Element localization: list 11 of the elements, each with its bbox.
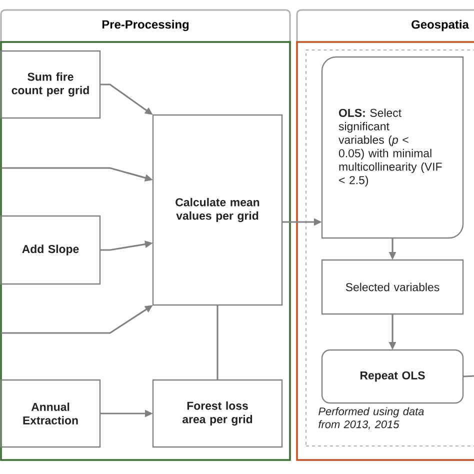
- process-box: Annual Extraction: [0, 379, 101, 448]
- process-box: Selected variables: [321, 259, 464, 315]
- process-box: Sum fire count per grid: [0, 50, 101, 119]
- process-box: Add Slope: [0, 215, 101, 285]
- node-label: Geospatia: [412, 20, 469, 32]
- process-box: Forest loss area per grid: [152, 379, 283, 448]
- note-text: Performed using data from 2013, 2015: [318, 407, 424, 430]
- process-box: Calculate mean values per grid: [152, 114, 283, 306]
- process-box: OLS: Select significant variables (p < 0.05) with minimal multicollinearity (VIF < 2.5): [321, 56, 464, 239]
- process-box: Repeat OLS: [321, 349, 464, 404]
- node-label: Pre-Processing: [102, 20, 189, 32]
